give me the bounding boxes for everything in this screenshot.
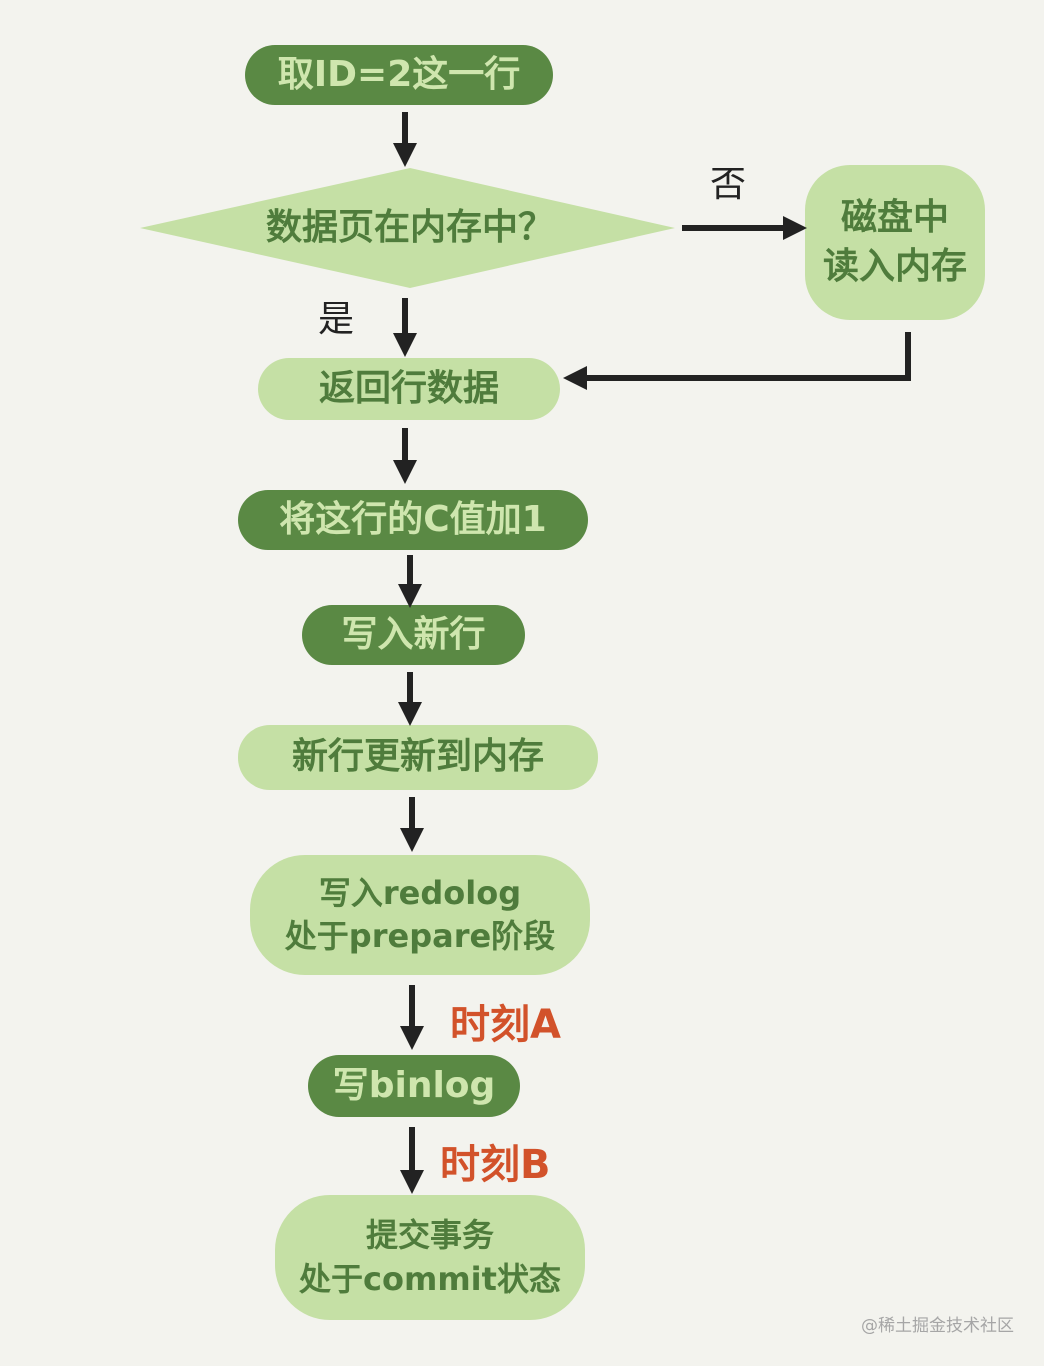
edge-label-yes: 是 [318, 299, 355, 340]
node-in-memory-check-shape [140, 168, 675, 288]
node-commit: 提交事务 处于commit状态 [299, 1216, 561, 1298]
node-read-disk: 磁盘中 读入内存 [822, 196, 967, 287]
node-fetch-row: 取ID=2这一行 [277, 53, 521, 95]
edge-label-no: 否 [710, 164, 747, 205]
node-update-memory: 新行更新到内存 [291, 736, 544, 778]
node-write-new-row: 写入新行 [341, 613, 486, 655]
node-in-memory-check: 数据页在内存中？ [265, 206, 554, 248]
node-write-redolog-shape [250, 855, 590, 975]
node-fetch-row-shape [245, 45, 553, 105]
node-update-memory-shape [238, 725, 598, 790]
node-commit-shape [275, 1195, 585, 1320]
node-write-binlog-shape [308, 1055, 520, 1117]
watermark: @稀土掘金技术社区 [861, 1316, 1014, 1336]
moment-a-label: 时刻A [450, 1002, 561, 1048]
arrow-disk-return [563, 332, 911, 390]
node-return-row: 返回行数据 [318, 367, 499, 409]
node-increment-c: 将这行的C值加1 [279, 498, 547, 540]
node-write-new-row-shape [302, 605, 525, 665]
node-increment-c-shape [238, 490, 588, 550]
node-read-disk-shape [805, 165, 985, 320]
node-write-redolog: 写入redolog 处于prepare阶段 [284, 873, 556, 955]
node-return-row-shape [258, 358, 560, 420]
node-write-binlog: 写binlog [332, 1064, 496, 1106]
moment-b-label: 时刻B [440, 1142, 551, 1188]
